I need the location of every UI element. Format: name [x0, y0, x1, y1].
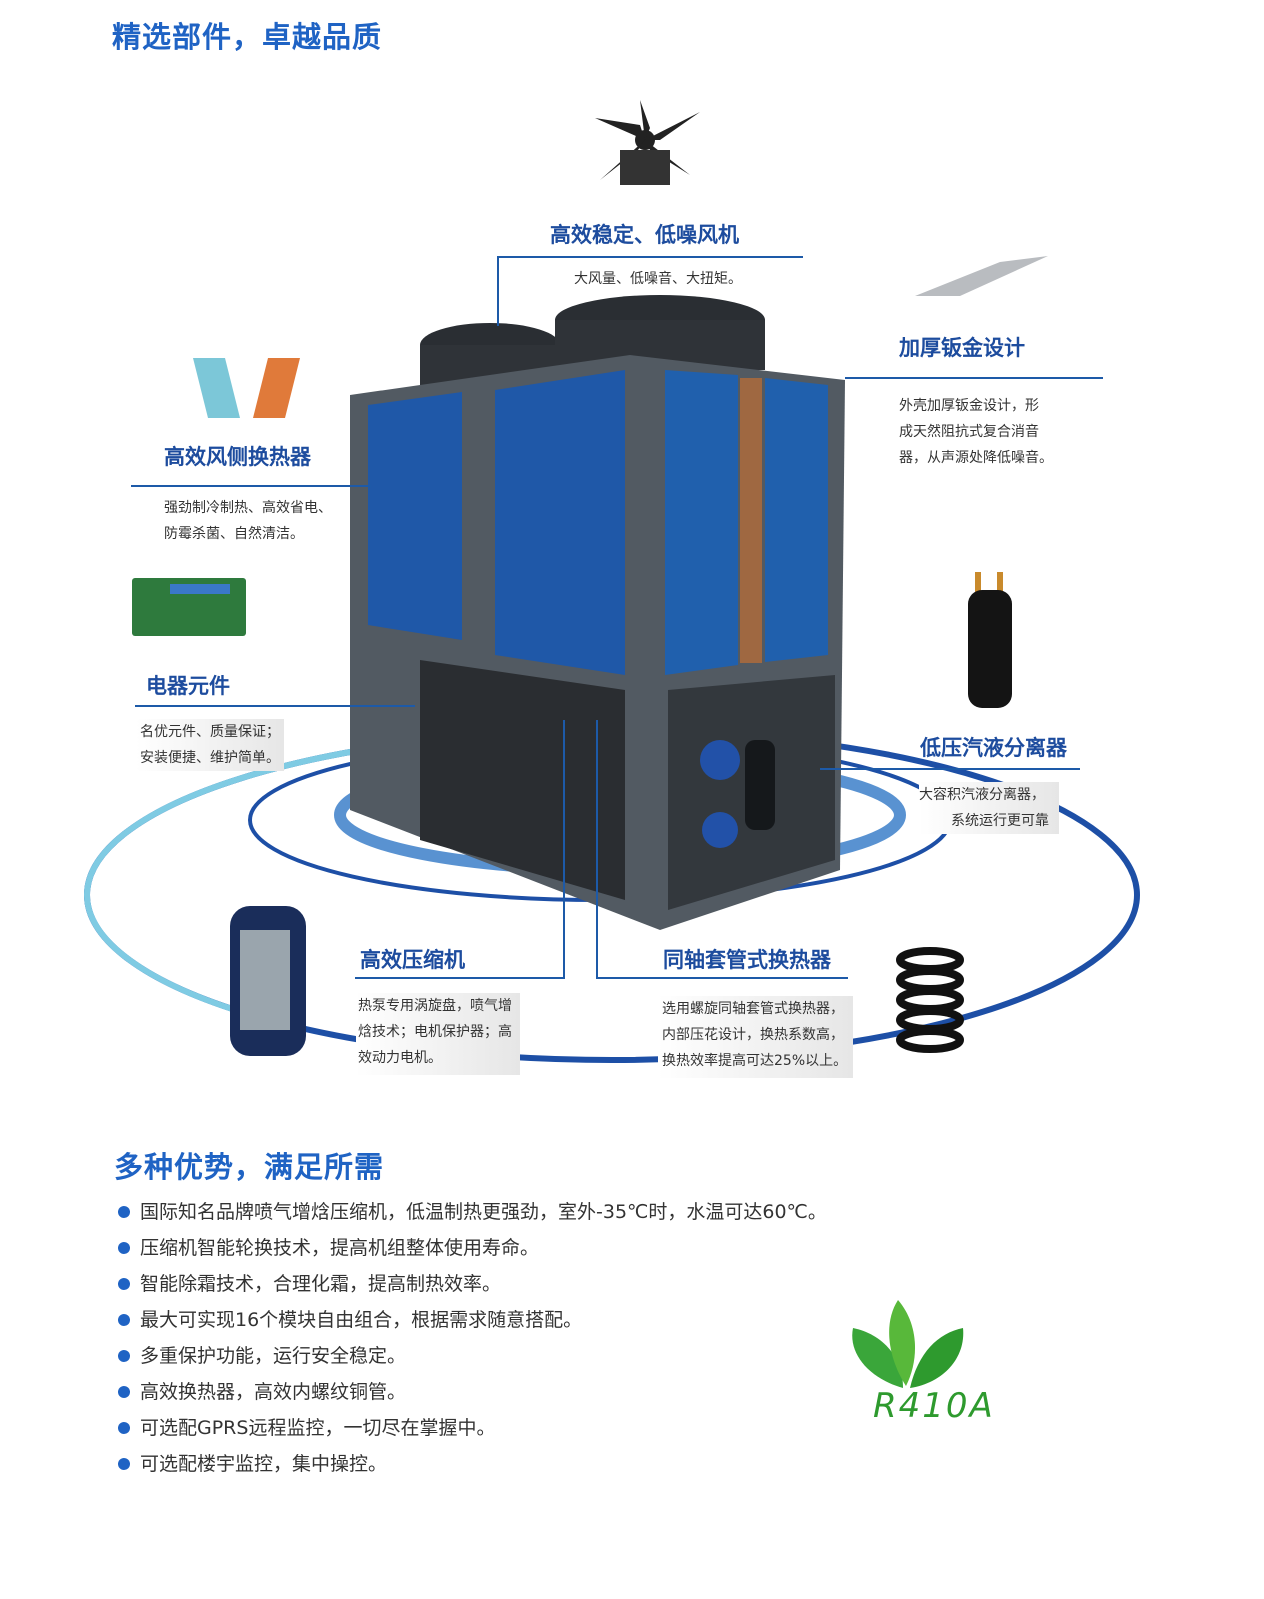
desc-line: 焓技术；电机保护器；高: [358, 1024, 512, 1040]
divider: [845, 377, 1103, 379]
sheet-metal-image: [915, 256, 1048, 296]
desc-line: 强劲制冷制热、高效省电、: [164, 500, 332, 516]
section-title-components: 精选部件，卓越品质: [112, 20, 383, 54]
desc-line: 换热效率提高可达25%以上。: [662, 1053, 848, 1069]
divider: [596, 720, 598, 979]
coaxial-exchanger-image: [896, 947, 964, 1053]
list-item: 可选配楼宇监控，集中操控。: [116, 1450, 827, 1486]
air-exchanger-title: 高效风侧换热器: [164, 445, 311, 469]
desc-line: 成天然阻抗式复合消音: [899, 424, 1039, 440]
desc-line: 系统运行更可靠: [951, 813, 1049, 829]
desc-line: 内部压花设计，换热系数高，: [662, 1027, 844, 1043]
advantages-list: 国际知名品牌喷气增焓压缩机，低温制热更强劲，室外-35℃时，水温可达60℃。 压…: [116, 1198, 827, 1486]
divider: [820, 768, 1080, 770]
section-title-advantages: 多种优势，满足所需: [114, 1150, 385, 1184]
desc-line: 防霉杀菌、自然清洁。: [164, 526, 304, 542]
bullet-icon: [118, 1278, 130, 1290]
heat-pump-unit-illustration: [84, 100, 1140, 1063]
list-item-text: 智能除霜技术，合理化霜，提高制热效率。: [140, 1273, 502, 1295]
bullet-icon: [118, 1386, 130, 1398]
divider: [497, 256, 803, 258]
fan-title: 高效稳定、低噪风机: [550, 223, 739, 247]
sheet-metal-title: 加厚钣金设计: [899, 336, 1025, 360]
desc-line: 名优元件、质量保证；: [140, 724, 280, 740]
list-item-text: 多重保护功能，运行安全稳定。: [140, 1345, 407, 1367]
list-item-text: 可选配楼宇监控，集中操控。: [140, 1453, 388, 1475]
divider: [131, 485, 371, 487]
list-item: 高效换热器，高效内螺纹铜管。: [116, 1378, 827, 1414]
list-item-text: 可选配GPRS远程监控，一切尽在掌握中。: [140, 1417, 496, 1439]
list-item-text: 压缩机智能轮换技术，提高机组整体使用寿命。: [140, 1237, 540, 1259]
bullet-icon: [118, 1206, 130, 1218]
compressor-image: [230, 906, 306, 1056]
air-exchanger-desc: 强劲制冷制热、高效省电、 防霉杀菌、自然清洁。: [164, 495, 332, 547]
bullet-icon: [118, 1422, 130, 1434]
list-item-text: 最大可实现16个模块自由组合，根据需求随意搭配。: [140, 1309, 583, 1331]
unit-body: [350, 295, 845, 930]
desc-line: 安装便捷、维护简单。: [140, 750, 280, 766]
list-item: 多重保护功能，运行安全稳定。: [116, 1342, 827, 1378]
desc-line: 选用螺旋同轴套管式换热器，: [662, 1001, 844, 1017]
sheet-metal-desc: 外壳加厚钣金设计，形 成天然阻抗式复合消音 器，从声源处降低噪音。: [899, 393, 1053, 471]
fan-desc: 大风量、低噪音、大扭矩。: [574, 271, 742, 287]
bullet-icon: [118, 1242, 130, 1254]
coaxial-desc: 选用螺旋同轴套管式换热器， 内部压花设计，换热系数高， 换热效率提高可达25%以…: [658, 996, 854, 1078]
list-item: 国际知名品牌喷气增焓压缩机，低温制热更强劲，室外-35℃时，水温可达60℃。: [116, 1198, 827, 1234]
separator-title: 低压汽液分离器: [920, 736, 1067, 760]
compressor-desc: 热泵专用涡旋盘，喷气增 焓技术；电机保护器；高 效动力电机。: [356, 993, 520, 1075]
coaxial-title: 同轴套管式换热器: [663, 948, 831, 972]
desc-line: 外壳加厚钣金设计，形: [899, 398, 1039, 414]
desc-line: 热泵专用涡旋盘，喷气增: [358, 998, 512, 1014]
compressor-title: 高效压缩机: [360, 948, 465, 972]
divider: [355, 977, 565, 979]
separator-image: [968, 572, 1012, 708]
circuit-board-image: [132, 578, 246, 636]
list-item: 最大可实现16个模块自由组合，根据需求随意搭配。: [116, 1306, 827, 1342]
leaf-logo-icon: [852, 1300, 964, 1388]
desc-line: 器，从声源处降低噪音。: [899, 450, 1053, 466]
electrical-desc: 名优元件、质量保证； 安装便捷、维护简单。: [136, 719, 284, 771]
bullet-icon: [118, 1314, 130, 1326]
bullet-icon: [118, 1458, 130, 1470]
divider: [596, 977, 848, 979]
fan-icon-top: [595, 100, 700, 185]
list-item: 可选配GPRS远程监控，一切尽在掌握中。: [116, 1414, 827, 1450]
refrigerant-logo-text: R410A: [873, 1386, 995, 1426]
list-item-text: 国际知名品牌喷气增焓压缩机，低温制热更强劲，室外-35℃时，水温可达60℃。: [140, 1201, 827, 1223]
bullet-icon: [118, 1350, 130, 1362]
desc-line: 大容积汽液分离器，: [919, 787, 1045, 803]
air-exchanger-image: [193, 358, 300, 418]
desc-line: 效动力电机。: [358, 1050, 442, 1066]
divider: [563, 720, 565, 979]
divider: [135, 705, 415, 707]
list-item: 智能除霜技术，合理化霜，提高制热效率。: [116, 1270, 827, 1306]
list-item: 压缩机智能轮换技术，提高机组整体使用寿命。: [116, 1234, 827, 1270]
separator-desc: 大容积汽液分离器， 系统运行更可靠: [919, 782, 1059, 834]
divider: [497, 256, 499, 326]
electrical-title: 电器元件: [146, 674, 230, 698]
list-item-text: 高效换热器，高效内螺纹铜管。: [140, 1381, 407, 1403]
